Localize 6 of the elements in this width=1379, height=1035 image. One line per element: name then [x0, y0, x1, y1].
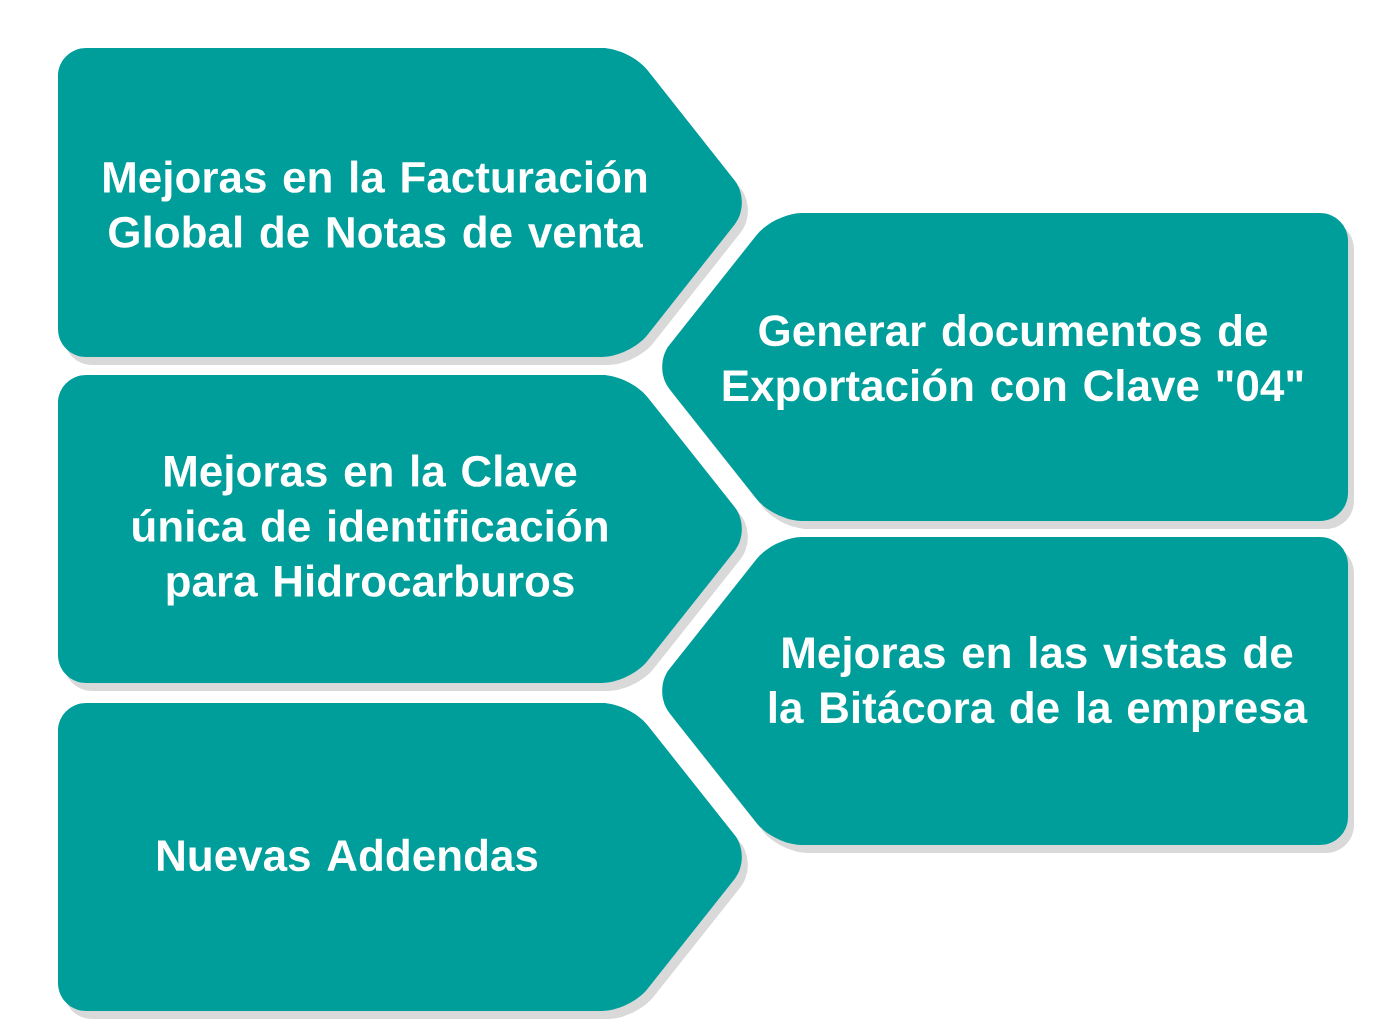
right-arrow-box: Mejoras en la Facturación Global de Notas de venta [58, 48, 742, 357]
node-label: Mejoras en las vistas de la Bitácora de la empresa [769, 635, 1308, 733]
left-arrow-box: Generar documentos de Exportación con Clave "04" [662, 213, 1348, 521]
node-label: Mejoras en la Clave única de identificación para Hidrocarburos [133, 454, 607, 606]
right-arrow-box: Nuevas Addendas [58, 703, 742, 1011]
left-arrow-box: Mejoras en las vistas de la Bitácora de la empresa [662, 537, 1348, 845]
